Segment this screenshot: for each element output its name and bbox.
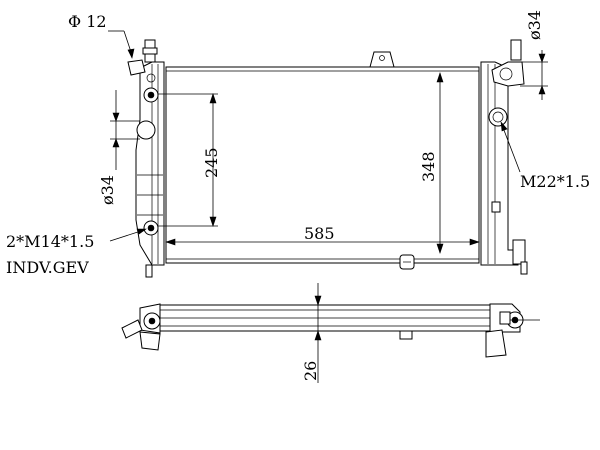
radiator-side-view: 26 [121, 283, 540, 383]
m22-boss [488, 107, 508, 127]
side-left-spout [121, 319, 143, 339]
right-top-neck [510, 39, 522, 61]
dim-34-right: ø34 [520, 10, 548, 100]
dim-585-label: 585 [304, 224, 335, 243]
left-tank [127, 39, 165, 278]
m22-callout: M22*1.5 [500, 121, 590, 191]
right-hose-spout [491, 61, 525, 87]
dim-348-label: 348 [419, 151, 438, 182]
radiator-front-view: 245 348 585 ø34 [6, 10, 590, 278]
dim-26-label: 26 [301, 361, 320, 381]
m14-callout: 2*M14*1.5 INDV.GEV [6, 228, 147, 277]
m22-label: M22*1.5 [520, 172, 590, 191]
dim-245: 245 [158, 93, 221, 227]
dim-245-label: 245 [202, 147, 221, 178]
side-right-hose [485, 329, 507, 358]
right-bottom-tab [512, 239, 526, 265]
dim-348: 348 [419, 72, 444, 254]
left-bleed-spout [127, 59, 146, 76]
left-port-34 [136, 120, 156, 140]
top-mounting-lug [369, 51, 395, 68]
right-tank [480, 39, 528, 275]
dim-34-left-label: ø34 [98, 175, 117, 205]
phi12-label: Φ 12 [68, 12, 107, 31]
dim-585: 585 [165, 224, 480, 246]
indv-label: INDV.GEV [6, 258, 89, 277]
dim-34-right-label: ø34 [525, 10, 544, 40]
dim-26: 26 [301, 283, 322, 383]
phi12-callout: Φ 12 [68, 12, 135, 59]
m14-label: 2*M14*1.5 [6, 232, 94, 251]
radiator-core [165, 66, 480, 264]
dim-34-left: ø34 [98, 90, 140, 205]
